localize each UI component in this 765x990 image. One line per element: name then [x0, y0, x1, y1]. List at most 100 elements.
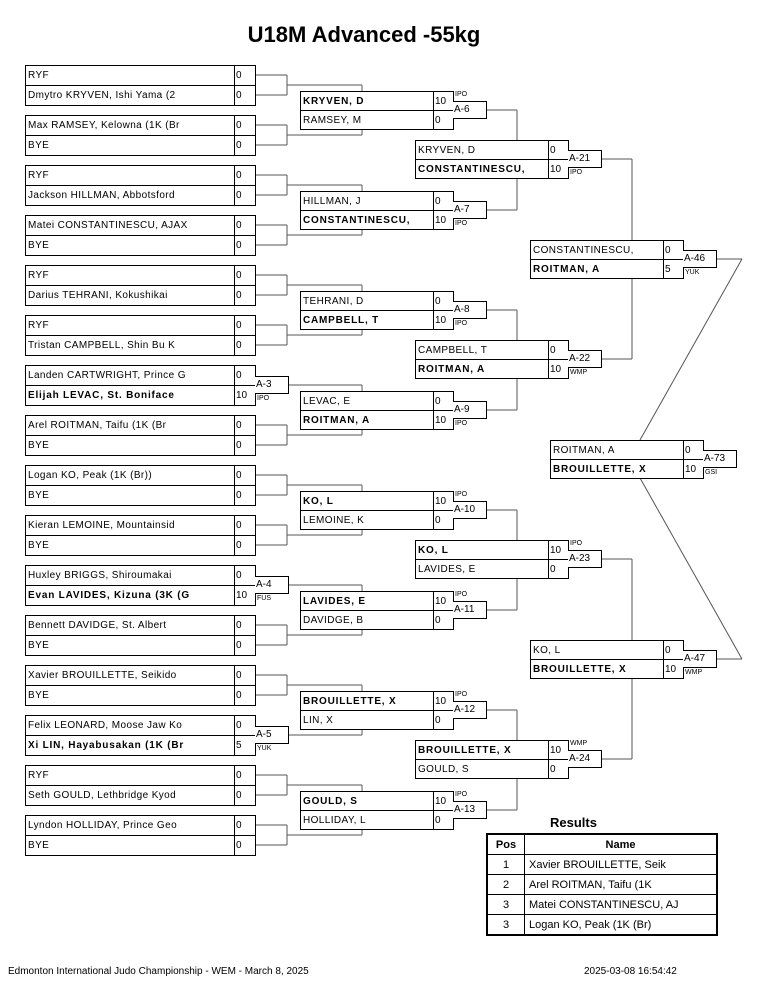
- win-type: IPO: [455, 491, 468, 498]
- competitor-name: CAMPBELL, T: [303, 315, 380, 326]
- match-number-label: A-23: [568, 550, 602, 568]
- competitor-row[interactable]: CONSTANTINESCU,0: [531, 241, 683, 260]
- competitor-row[interactable]: Logan KO, Peak (1K (Br))0: [26, 466, 255, 486]
- competitor-row[interactable]: CONSTANTINESCU,10: [301, 211, 453, 230]
- competitor-row[interactable]: CONSTANTINESCU,10: [416, 160, 568, 179]
- win-type: WMP: [570, 740, 588, 747]
- competitor-score: 10: [663, 660, 684, 679]
- competitor-score: 0: [234, 486, 256, 506]
- competitor-name: GOULD, S: [303, 796, 358, 807]
